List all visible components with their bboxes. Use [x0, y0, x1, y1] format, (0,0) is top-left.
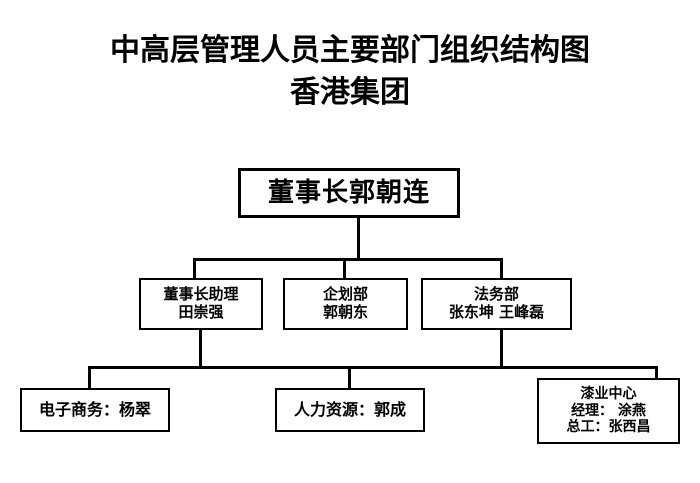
org-node-legal-department-line-2: 张东坤 王峰磊 — [448, 303, 545, 321]
org-node-ecommerce-line-1: 电子商务：杨翠 — [38, 399, 151, 419]
connector-drop-planning — [343, 258, 346, 280]
org-node-planning-department-line-2: 郭朝东 — [322, 303, 368, 321]
org-node-planning-department-line-1: 企划部 — [322, 285, 368, 304]
org-node-paint-center-line-1: 漆业中心 — [580, 386, 637, 403]
connector-drop-legal — [500, 258, 503, 280]
org-node-paint-center[interactable]: 漆业中心 经理： 涂燕 总工：张西昌 — [537, 378, 680, 444]
connector-legal-stem — [500, 330, 503, 368]
org-node-human-resources-line-1: 人力资源：郭成 — [293, 399, 406, 419]
title-line-2: 香港集团 — [290, 75, 410, 110]
org-node-legal-department-line-1: 法务部 — [473, 285, 519, 304]
page-title: 中高层管理人员主要部门组织结构图 香港集团 — [0, 30, 700, 114]
org-node-chairman-assistant-line-2: 田崇强 — [178, 303, 224, 321]
connector-assistant-stem — [199, 330, 202, 368]
org-node-human-resources[interactable]: 人力资源：郭成 — [275, 388, 425, 432]
org-node-chairman-assistant[interactable]: 董事长助理 田崇强 — [139, 278, 263, 330]
connector-drop-hr — [348, 366, 351, 390]
org-node-paint-center-line-2: 经理： 涂燕 — [571, 402, 646, 419]
org-node-legal-department[interactable]: 法务部 张东坤 王峰磊 — [421, 278, 572, 330]
org-node-chairman[interactable]: 董事长郭朝连 — [238, 168, 460, 218]
connector-middle-bar — [193, 258, 503, 261]
connector-bottom-bar — [88, 366, 658, 369]
org-node-chairman-line-1: 董事长郭朝连 — [267, 177, 430, 208]
org-node-planning-department[interactable]: 企划部 郭朝东 — [283, 278, 408, 330]
connector-drop-assistant — [193, 258, 196, 280]
connector-drop-paint — [655, 366, 658, 380]
org-node-chairman-assistant-line-1: 董事长助理 — [163, 285, 239, 304]
org-node-ecommerce[interactable]: 电子商务：杨翠 — [20, 388, 170, 432]
connector-drop-ecommerce — [88, 366, 91, 390]
connector-root-stem — [357, 218, 360, 260]
org-node-paint-center-line-3: 总工：张西昌 — [566, 419, 651, 436]
title-line-1: 中高层管理人员主要部门组织结构图 — [110, 33, 590, 68]
